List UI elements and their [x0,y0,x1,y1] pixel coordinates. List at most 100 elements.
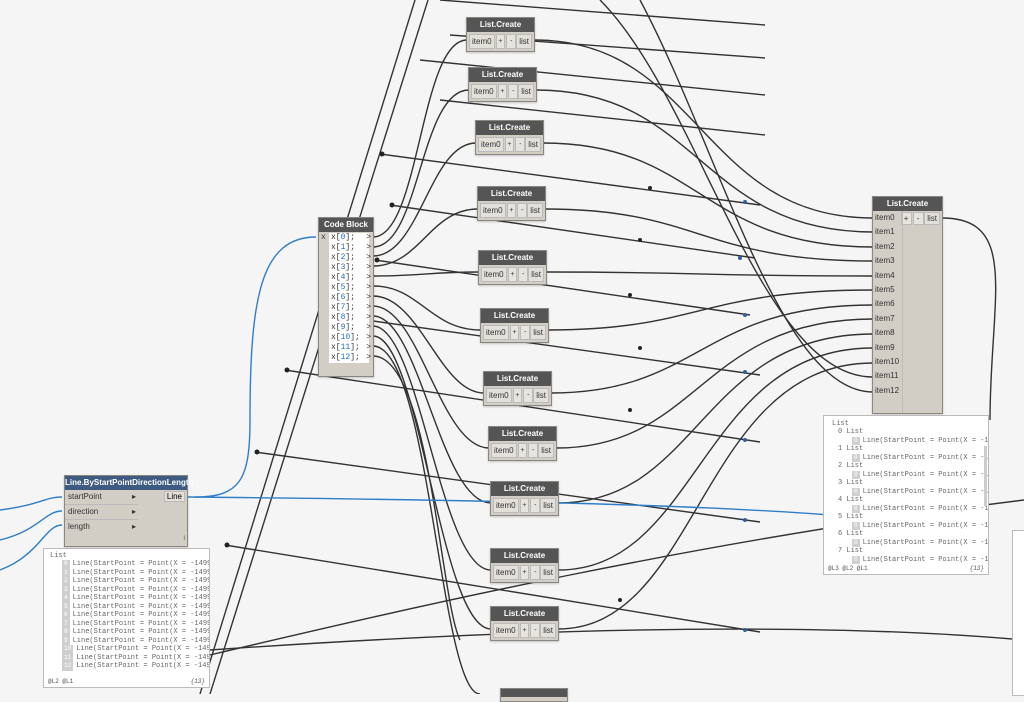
list-create-main-node[interactable]: List.Create item0+-list item1 item2 item… [872,196,943,414]
preview-scrollbar[interactable] [984,446,987,506]
output-port[interactable]: > [366,233,371,242]
list-create-node-partial[interactable] [500,688,568,702]
add-input-button[interactable]: + [497,84,508,99]
code-line[interactable]: x[6]; [329,293,369,303]
code-line[interactable]: x[12]; [329,353,369,363]
add-input-button[interactable]: + [504,137,515,152]
output-port[interactable]: > [366,253,371,262]
list-create-node[interactable]: List.Create item0+-list [488,426,557,461]
input-port-item2[interactable]: item2 [875,241,895,251]
code-line[interactable]: x[10]; [329,333,369,343]
input-port-item0[interactable]: item0 [469,34,495,49]
add-input-button[interactable]: + [519,623,530,638]
remove-input-button[interactable]: - [518,267,529,282]
code-line[interactable]: x[4]; [329,273,369,283]
list-create-node[interactable]: List.Create item0+-list [468,67,537,102]
list-create-node[interactable]: List.Create item0+-list [483,371,552,406]
output-port[interactable]: > [366,263,371,272]
code-line[interactable]: x[3]; [329,263,369,273]
code-line[interactable]: x[7]; [329,303,369,313]
line-by-start-point-direction-length-node[interactable]: Line.ByStartPointDirectionLength startPo… [64,475,193,547]
remove-input-button[interactable]: - [530,623,541,638]
output-port[interactable]: > [366,273,371,282]
add-input-button[interactable]: + [517,443,528,458]
output-port-list[interactable]: list [540,623,556,638]
output-port-list[interactable]: list [530,325,546,340]
list-create-node[interactable]: List.Create item0+-list [490,548,559,583]
output-port-list[interactable]: list [540,498,556,513]
input-port-length[interactable]: length [68,522,90,531]
add-input-button[interactable]: + [495,34,506,49]
input-port-item0[interactable]: item0 [486,388,512,403]
list-create-node[interactable]: List.Create item0+-list [475,120,544,155]
code-line[interactable]: x[0]; [329,233,369,243]
remove-input-button[interactable]: - [523,388,534,403]
list-create-node[interactable]: List.Create item0+-list [480,308,549,343]
input-port-item0[interactable]: item0 [491,443,517,458]
input-port-item1[interactable]: item1 [875,227,895,237]
input-port-item8[interactable]: item8 [875,328,895,338]
output-port[interactable]: > [366,333,371,342]
output-port-list[interactable]: list [540,565,556,580]
input-port-item3[interactable]: item3 [875,256,895,266]
output-port-list[interactable]: list [525,137,541,152]
output-port[interactable]: > [366,303,371,312]
output-port-list[interactable]: list [516,34,532,49]
add-input-button[interactable]: + [519,565,530,580]
remove-input-button[interactable]: - [520,325,531,340]
list-create-node[interactable]: List.Create item0+-list [466,17,535,52]
output-port[interactable]: > [366,243,371,252]
input-port-item0[interactable]: item0 [471,84,497,99]
input-port-item0[interactable]: item0 [875,213,895,223]
output-port-list[interactable]: list [538,443,554,458]
output-port[interactable]: > [366,323,371,332]
remove-input-button[interactable]: - [528,443,539,458]
remove-input-button[interactable]: - [506,34,517,49]
list-create-node[interactable]: List.Create item0+-list [478,250,547,285]
input-port-item12[interactable]: item12 [875,385,900,395]
output-port[interactable]: > [366,343,371,352]
output-port[interactable]: > [366,353,371,362]
remove-input-button[interactable]: - [508,84,519,99]
input-port-item6[interactable]: item6 [875,299,895,309]
code-line[interactable]: x[2]; [329,253,369,263]
input-port-item7[interactable]: item7 [875,313,895,323]
code-line[interactable]: x[1]; [329,243,369,253]
add-input-button[interactable]: + [519,498,530,513]
input-port-startpoint[interactable]: startPoint [68,492,102,501]
input-port-direction[interactable]: direction [68,507,99,516]
output-port[interactable]: > [366,313,371,322]
output-port-list[interactable]: list [527,203,543,218]
input-port-item0[interactable]: item0 [481,267,507,282]
input-port-item0[interactable]: item0 [493,498,519,513]
output-port-line[interactable]: Line [163,491,185,502]
input-port-item0[interactable]: item0 [493,565,519,580]
code-line[interactable]: x[11]; [329,343,369,353]
remove-input-button[interactable]: - [912,211,924,225]
output-port-list[interactable]: list [924,211,940,225]
output-port[interactable]: > [366,293,371,302]
add-input-button[interactable]: + [507,267,518,282]
code-block-input-port[interactable]: x [321,233,326,242]
remove-input-button[interactable]: - [515,137,526,152]
list-create-node[interactable]: List.Create item0+-list [490,606,559,641]
input-port-item0[interactable]: item0 [493,623,519,638]
add-input-button[interactable]: + [506,203,517,218]
input-port-item4[interactable]: item4 [875,270,895,280]
code-line[interactable]: x[8]; [329,313,369,323]
remove-input-button[interactable]: - [530,565,541,580]
output-port-list[interactable]: list [528,267,544,282]
add-input-button[interactable]: + [509,325,520,340]
input-port-item0[interactable]: item0 [480,203,506,218]
add-input-button[interactable]: + [512,388,523,403]
output-port-list[interactable]: list [518,84,534,99]
remove-input-button[interactable]: - [530,498,541,513]
output-port-list[interactable]: list [533,388,549,403]
input-port-item5[interactable]: item5 [875,284,895,294]
input-port-item10[interactable]: item10 [875,356,900,366]
output-port[interactable]: > [366,283,371,292]
